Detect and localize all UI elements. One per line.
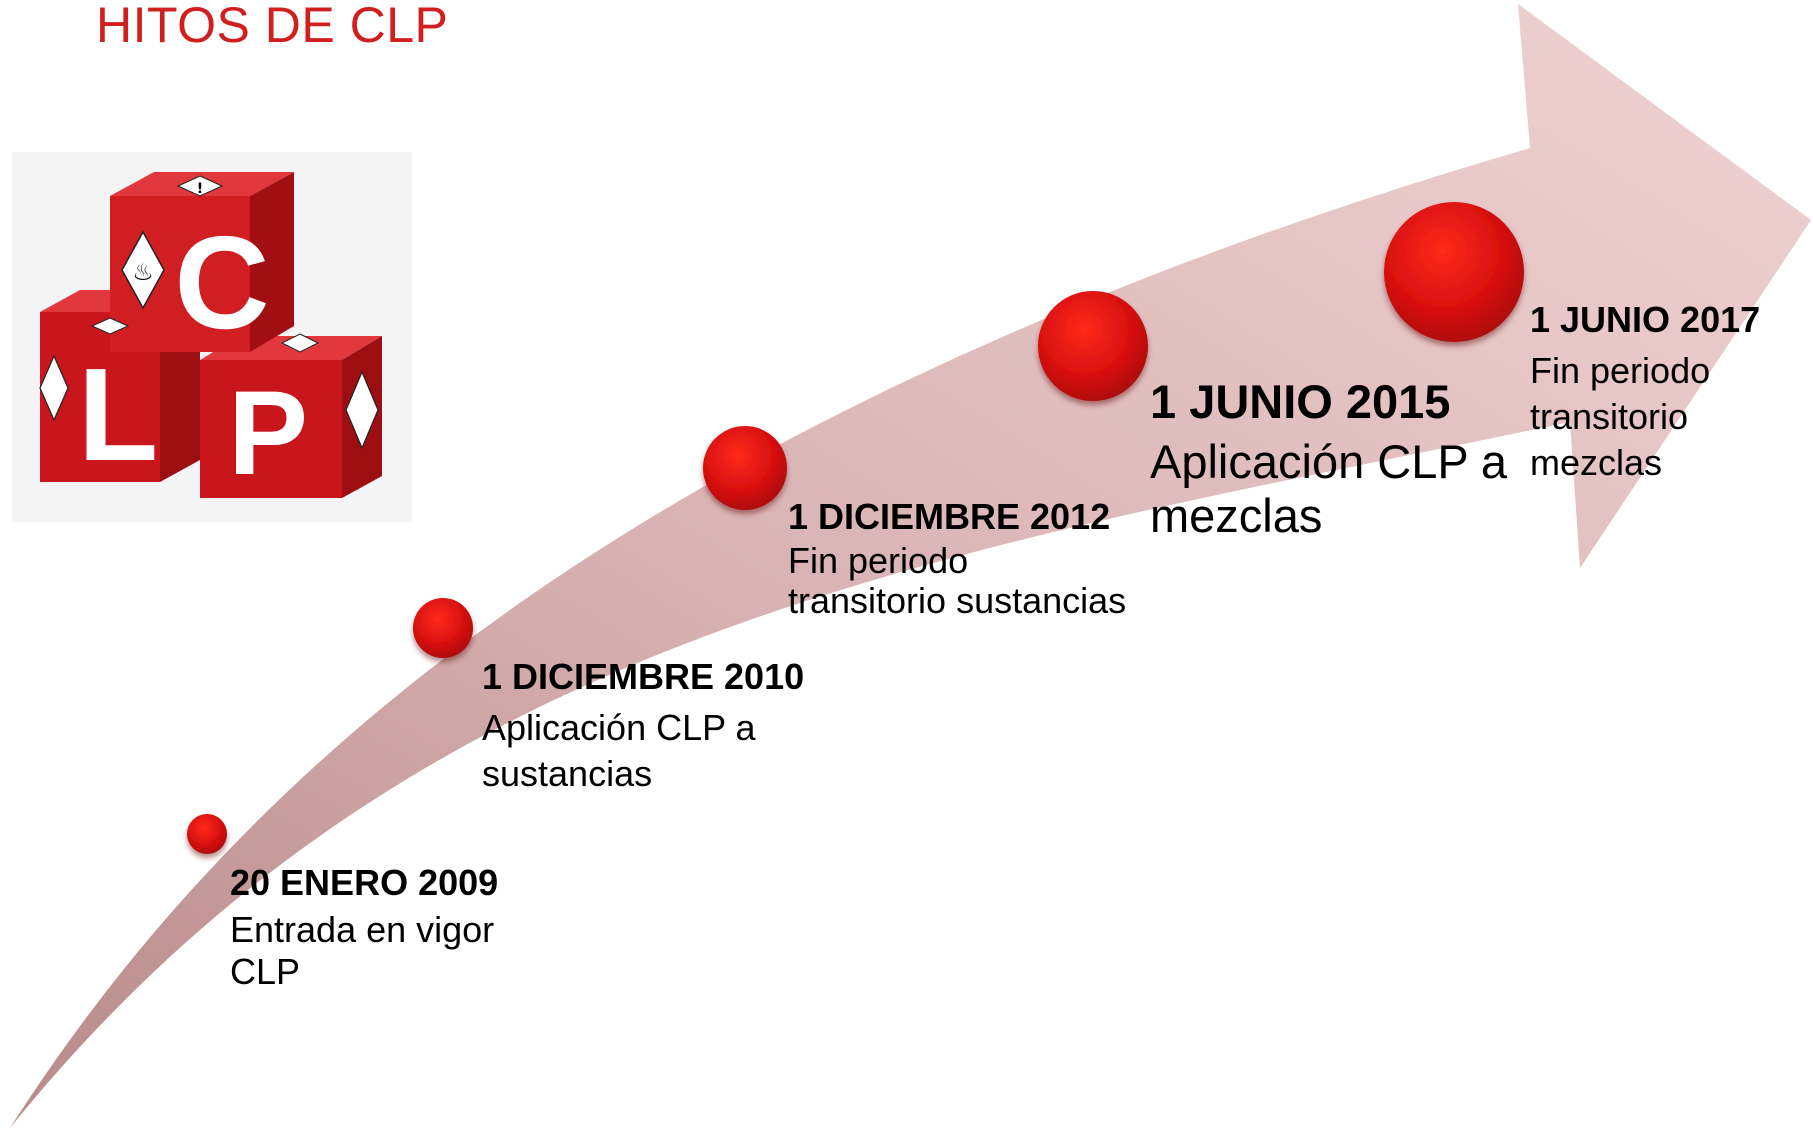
milestone-dot (1384, 202, 1524, 342)
svg-text:♨: ♨ (132, 258, 154, 286)
milestone-description-line: Entrada en vigor (230, 909, 495, 950)
milestone-date: 1 JUNIO 2017 (1530, 299, 1761, 340)
milestone-date: 20 ENERO 2009 (230, 862, 499, 903)
milestone-description-line: sustancias (482, 753, 653, 794)
milestone-label: 20 ENERO 2009 Entrada en vigor CLP (230, 858, 498, 992)
milestone-date: 1 DICIEMBRE 2010 (482, 656, 805, 697)
milestone-date: 1 JUNIO 2015 (1150, 375, 1451, 428)
milestone-description-line: mezclas (1530, 442, 1663, 483)
milestone-label: 1 JUNIO 2015 Aplicación CLP a mezclas (1150, 370, 1507, 542)
milestone-description-line: Fin periodo (1530, 350, 1711, 391)
milestone-dot (1038, 291, 1148, 401)
milestone-label: 1 DICIEMBRE 2012 Fin periodo transitorio… (788, 493, 1126, 621)
logo-letter-p: P (228, 366, 308, 500)
page-title: HITOS DE CLP (96, 0, 449, 53)
milestone-description-line: Aplicación CLP a (482, 707, 756, 748)
milestone-dot (413, 598, 473, 658)
milestone-description-line: Fin periodo (788, 540, 969, 581)
clp-logo: ! ♨ C L P (12, 152, 412, 522)
milestone-description-line: mezclas (1150, 489, 1323, 542)
logo-letter-l: L (78, 341, 159, 488)
milestone-description-line: transitorio (1530, 396, 1689, 437)
milestone-label: 1 JUNIO 2017 Fin periodo transitorio mez… (1530, 295, 1760, 483)
svg-text:!: ! (197, 181, 203, 197)
milestone-description-line: CLP (230, 951, 301, 992)
timeline-arrow (10, 4, 1811, 1128)
milestone-label: 1 DICIEMBRE 2010 Aplicación CLP a sustan… (482, 652, 804, 794)
milestone-description-line: transitorio sustancias (788, 580, 1127, 621)
logo-letter-c: C (174, 209, 269, 356)
milestone-description-line: Aplicación CLP a (1150, 435, 1508, 488)
milestone-dot (703, 426, 787, 510)
milestone-dot (187, 814, 227, 854)
milestone-date: 1 DICIEMBRE 2012 (788, 496, 1111, 537)
